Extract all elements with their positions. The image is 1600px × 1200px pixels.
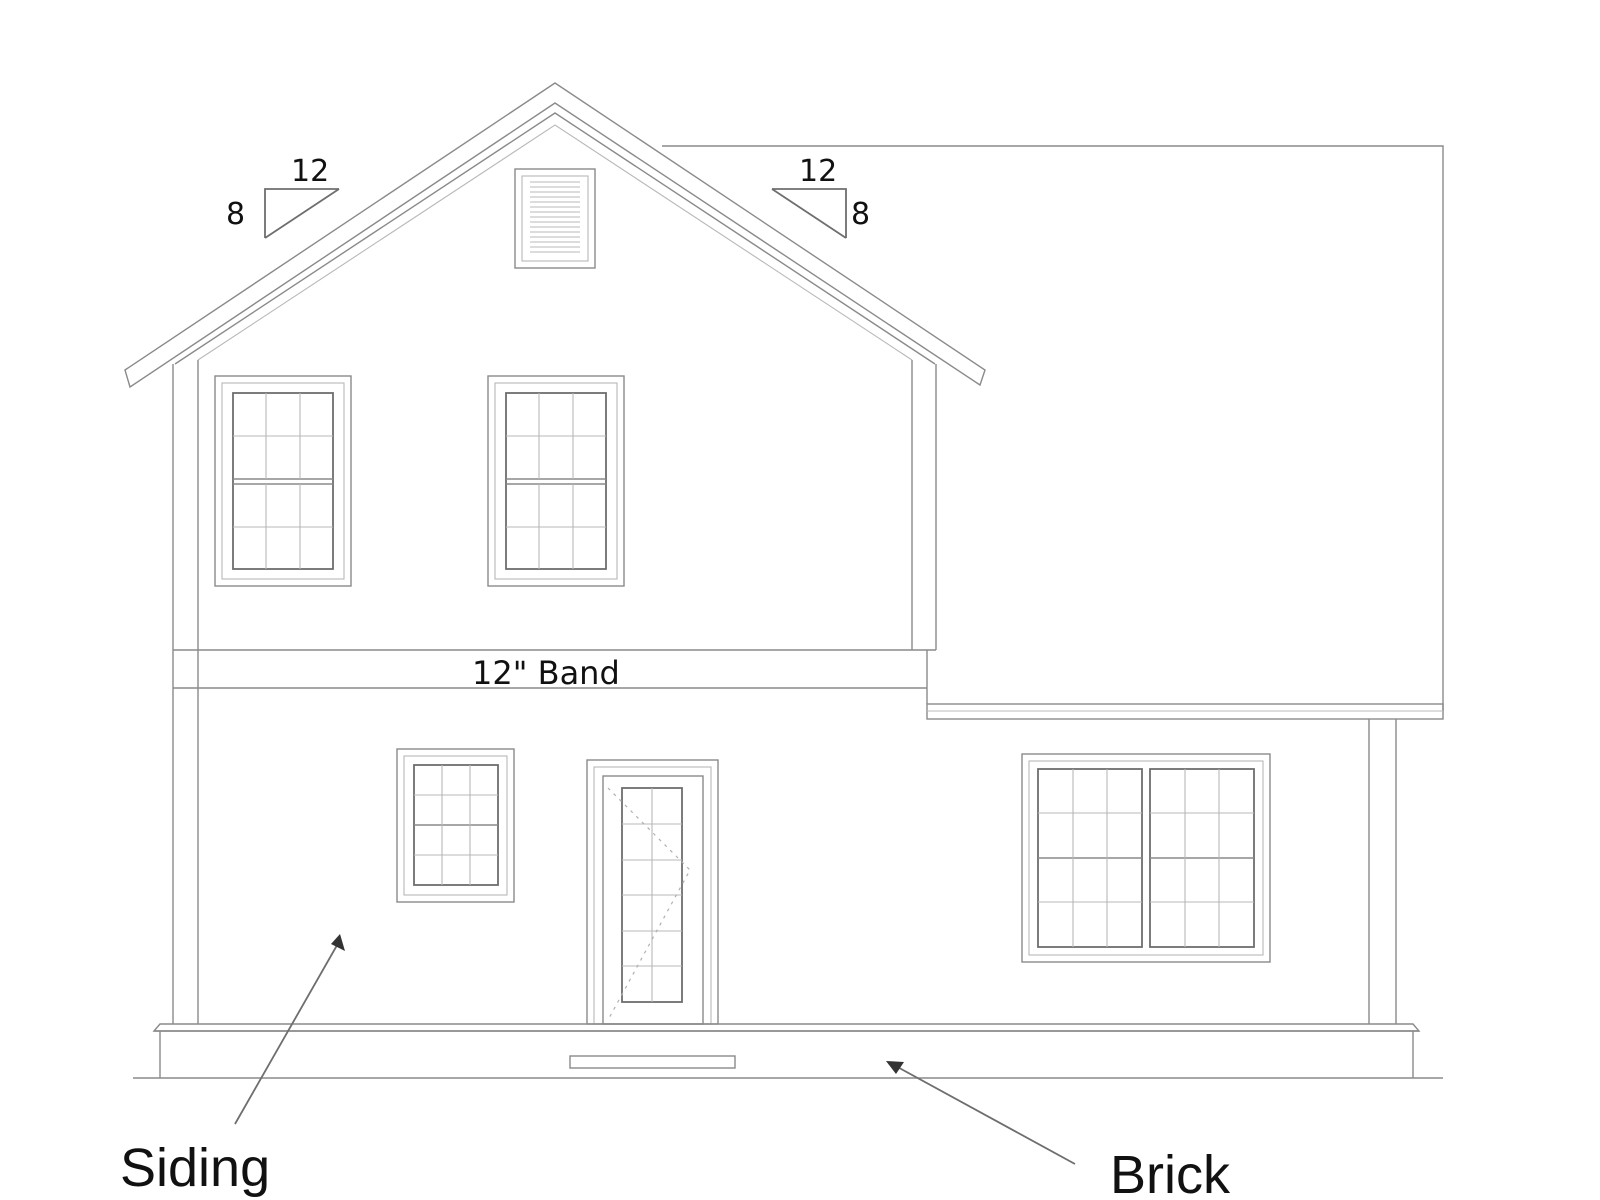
brick-base — [133, 1023, 1443, 1079]
roof-pitch-right: 12 8 — [771, 154, 870, 239]
gable-roof — [124, 82, 986, 389]
right-wing — [662, 145, 1444, 1024]
brick-callout-arrow — [886, 1061, 1076, 1165]
pitch-right-run: 12 — [799, 154, 837, 189]
lower-window-small — [396, 748, 515, 903]
lower-window-double — [1021, 753, 1271, 963]
brick-label: Brick — [1110, 1145, 1231, 1200]
pitch-left-run: 12 — [291, 154, 329, 189]
pitch-right-rise: 8 — [851, 197, 870, 232]
main-walls — [172, 360, 937, 1024]
upper-window-right — [487, 375, 625, 587]
band-label: 12" Band — [472, 654, 620, 692]
gable-vent — [514, 168, 596, 269]
pitch-left-rise: 8 — [226, 197, 245, 232]
rear-door — [586, 759, 719, 1025]
roof-pitch-left: 8 12 — [226, 154, 340, 239]
upper-window-left — [214, 375, 352, 587]
siding-label: Siding — [120, 1138, 270, 1198]
siding-callout-arrow — [234, 934, 345, 1125]
